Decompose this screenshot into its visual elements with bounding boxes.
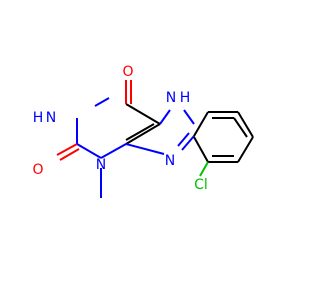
molecule-structure: O H N H N N N O Cl — [32, 64, 254, 198]
atom-label-h-imidazole: H — [180, 90, 191, 106]
atom-label-cl: Cl — [194, 177, 208, 193]
bond-c8-n9 — [181, 135, 195, 151]
bond-aryl-5 — [193, 136, 209, 163]
atom-label-n-ring: N — [46, 110, 56, 126]
atom-label-n-fused: N — [165, 153, 175, 169]
atom-label-n-methyl: N — [96, 157, 106, 173]
bond-n7-c8 — [183, 109, 195, 125]
atom-label-n-imidazole: N — [166, 90, 176, 106]
bond-aryl-2-double — [233, 117, 248, 138]
bond-c2-o2 — [56, 143, 78, 156]
bond-c8-n9-double — [177, 132, 190, 147]
bond-n1-c6 — [94, 97, 110, 107]
atom-label-o-top: O — [122, 64, 133, 80]
bond-c8-aryl — [193, 111, 209, 137]
atom-label-h-ring: H — [33, 110, 44, 126]
atom-label-layer: O H N H N N N O Cl — [32, 64, 207, 193]
atom-label-o-left: O — [32, 162, 43, 178]
bond-n9-c4 — [125, 143, 165, 155]
bond-c2-o2-double — [59, 148, 80, 161]
bond-c4-n3 — [100, 143, 127, 159]
bond-aryl-cl — [199, 161, 209, 177]
bond-c5-c4-double — [125, 123, 155, 141]
bond-n3-c2 — [76, 143, 102, 159]
bond-aryl-3 — [237, 136, 254, 163]
bond-c5-n7 — [159, 109, 171, 125]
bond-layer — [56, 80, 254, 198]
bond-c5-c4 — [125, 123, 161, 145]
bond-aryl-2 — [237, 111, 254, 138]
bond-c6-c5 — [125, 103, 161, 125]
